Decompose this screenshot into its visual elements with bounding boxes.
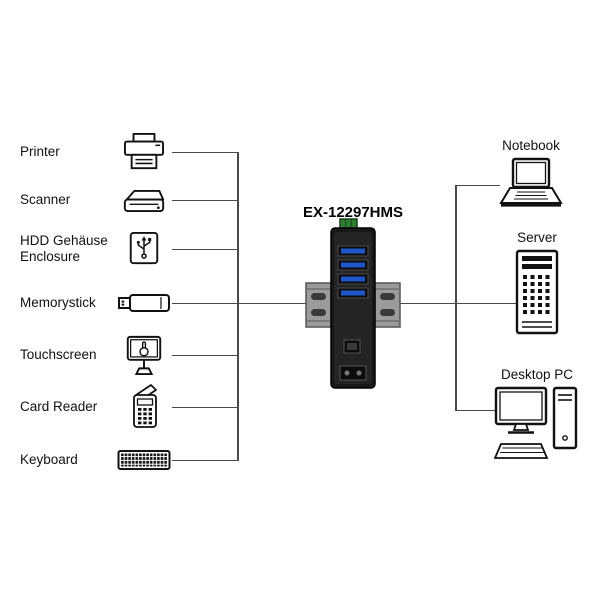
device-row-hdd-enclosure: HDD Gehäuse Enclosure [20,223,172,275]
device-block-server: Server [514,230,560,335]
connector-line-keyboard [172,459,237,461]
scanner-label: Scanner [20,192,71,207]
memorystick-label: Memorystick [20,295,96,310]
connector-bus-right [455,184,457,411]
connector-line-printer [172,151,237,153]
connector-line-card-reader [172,406,237,408]
hub-model-title: EX-12297HMS [302,204,404,221]
card-reader-icon [116,383,172,431]
device-block-desktop-pc: Desktop PC [494,367,580,470]
device-row-card-reader: Card Reader [20,381,172,433]
keyboard-label: Keyboard [20,452,78,467]
printer-icon [116,132,172,172]
device-row-keyboard: Keyboard [20,434,172,486]
server-label: Server [517,230,557,245]
device-block-notebook: Notebook [498,138,564,211]
notebook-icon [498,157,564,211]
card-reader-label: Card Reader [20,399,98,414]
desktop-pc-icon [494,386,580,470]
device-row-printer: Printer [20,126,172,178]
connector-line-memorystick [172,302,237,304]
connector-bus-left [237,151,239,461]
connector-line-desktop-pc [455,409,497,411]
connector-line-notebook [455,184,500,186]
touchscreen-label: Touchscreen [20,347,97,362]
usb-hub-din-rail-icon [300,218,406,396]
device-row-touchscreen: Touchscreen [20,329,172,381]
scanner-icon [116,186,172,215]
notebook-label: Notebook [502,138,560,153]
touchscreen-icon [116,334,172,376]
device-row-scanner: Scanner [20,174,172,226]
keyboard-icon [116,449,172,471]
connector-line-server [400,302,518,304]
connector-line-touchscreen [172,354,237,356]
hdd-enclosure-icon [116,230,172,268]
memorystick-icon [116,292,172,314]
connector-line-hdd [172,248,237,250]
hdd-enclosure-label: HDD Gehäuse Enclosure [20,233,108,264]
server-icon [514,249,560,335]
desktop-pc-label: Desktop PC [500,367,574,382]
device-row-memorystick: Memorystick [20,277,172,329]
printer-label: Printer [20,144,60,159]
connector-line-scanner [172,199,237,201]
connector-line-hub-in [237,302,308,304]
